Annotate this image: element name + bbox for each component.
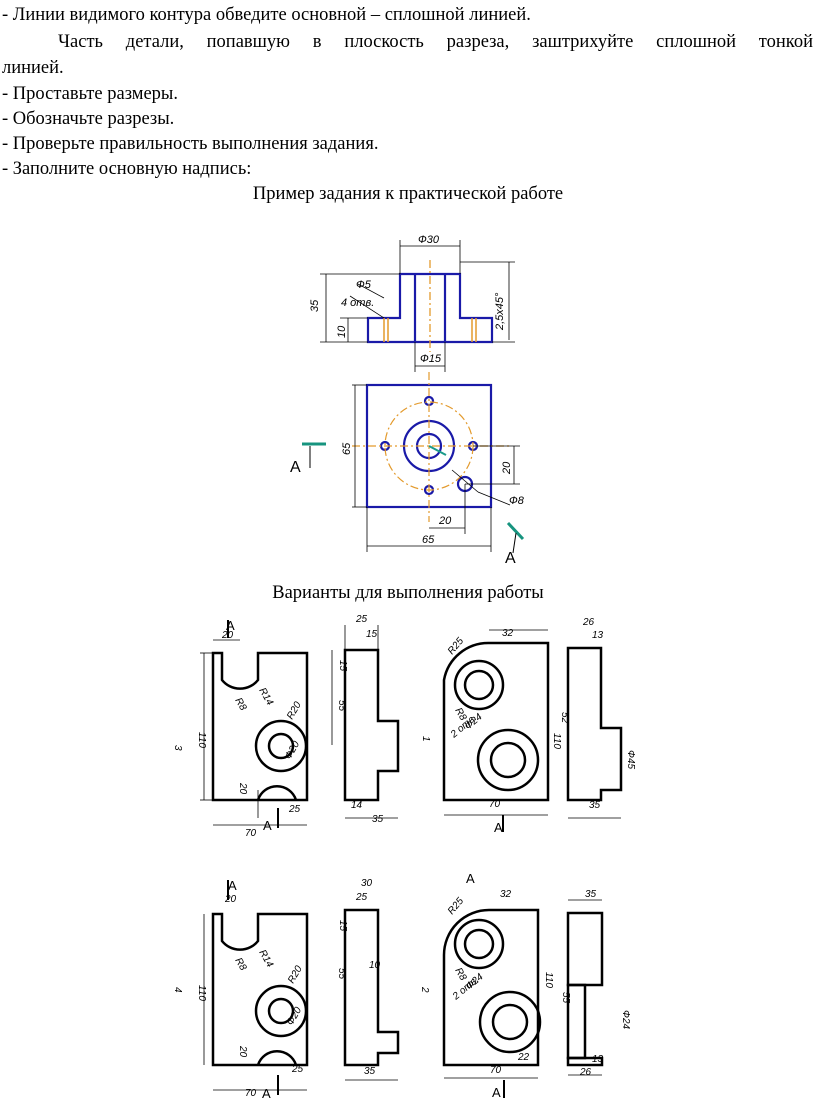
v4-dim-r20: R20	[286, 964, 305, 986]
dim-d5: Ф5	[356, 279, 372, 291]
dim-20-h: 20	[438, 515, 452, 527]
v2-side-26: 26	[579, 1067, 592, 1078]
dim-10: 10	[336, 325, 348, 338]
dim-65-v: 65	[341, 442, 353, 455]
v3-dim-20b: 20	[237, 782, 248, 795]
v2-label-a-bottom: А	[492, 1085, 501, 1100]
v3-label-a-top: А	[226, 618, 235, 633]
v4-label-a-bottom: А	[262, 1086, 271, 1101]
v3-side-15b: 15	[337, 660, 348, 672]
v3-dim-r20: R20	[285, 700, 304, 722]
v2-side-55: 55	[560, 992, 571, 1004]
v2-dim-r25: R25	[446, 895, 467, 916]
v3-dim-r8: R8	[232, 696, 248, 713]
v1-side-13: 13	[592, 630, 604, 641]
v3-dim-r14: R14	[256, 686, 275, 708]
variant-4	[203, 880, 309, 1095]
dim-35: 35	[309, 299, 321, 312]
variant-number-2: 2	[419, 986, 430, 993]
v4-dim-r14: R14	[256, 948, 275, 970]
v2-dim-32: 32	[500, 889, 512, 900]
variant-2	[442, 908, 542, 1098]
v2-dim-holes: 2 отв.	[450, 974, 481, 1003]
v3-dim-70: 70	[245, 828, 257, 839]
variant-3	[200, 620, 309, 828]
v3-dim-110: 110	[196, 732, 207, 748]
v2-dim-110: 110	[543, 972, 554, 988]
dim-chamfer: 2,5х45°	[494, 292, 506, 331]
dim-d30: Ф30	[418, 234, 440, 246]
section-label-right: А	[505, 550, 516, 567]
v4-label-a-top: А	[228, 878, 237, 893]
v2-dim-70: 70	[490, 1065, 502, 1076]
section-label-left: А	[290, 459, 301, 476]
v3-side-35: 35	[372, 814, 384, 825]
dim-65-h: 65	[422, 534, 435, 546]
v3-side-14: 14	[351, 800, 363, 811]
instruction-line-7: - Заполните основную надпись:	[2, 159, 252, 179]
v1-side-35: 35	[589, 800, 601, 811]
variant-1-side	[566, 646, 623, 819]
v4-side-15: 15	[337, 920, 348, 932]
v3-side-25: 25	[355, 614, 368, 625]
v1-side-26: 26	[582, 617, 595, 628]
v3-label-a-bottom: А	[263, 818, 272, 833]
dim-d8: Ф8	[509, 495, 525, 507]
variant-number-3: 3	[172, 745, 183, 751]
v4-dim-20b: 20	[237, 1045, 248, 1058]
v2-label-a-top: А	[466, 871, 475, 886]
variant-number-4: 4	[172, 987, 183, 993]
v2-side-d24: Ф24	[620, 1010, 631, 1030]
v4-dim-r8: R8	[232, 956, 248, 973]
v2-side-35: 35	[585, 889, 597, 900]
variant-3-side	[331, 625, 400, 819]
instruction-line-5: - Обозначьте разрезы.	[2, 109, 175, 129]
instruction-line-2: Часть детали, попавшую в плоскость разре…	[58, 32, 813, 52]
v4-side-30: 30	[361, 878, 373, 889]
instruction-line-4: - Проставьте размеры.	[2, 84, 178, 104]
v2-dim-22: 22	[517, 1052, 530, 1063]
v3-dim-d20: Ф20	[283, 739, 302, 761]
variant-1	[442, 629, 550, 832]
dim-holes: 4 отв.	[341, 297, 374, 309]
v1-side-d45: Ф45	[625, 750, 636, 770]
v1-side-52: 52	[559, 712, 570, 724]
v1-dim-32: 32	[502, 628, 514, 639]
v4-side-10: 10	[369, 960, 381, 971]
v1-label-a: А	[494, 820, 503, 835]
v1-dim-r25: R25	[446, 635, 467, 656]
instruction-line-1: - Линии видимого контура обведите основн…	[2, 5, 531, 25]
variants-title: Варианты для выполнения работы	[272, 583, 544, 603]
dim-d15: Ф15	[420, 353, 442, 365]
variant-number-1: 1	[420, 736, 431, 742]
v4-side-55: 55	[336, 968, 347, 980]
v4-side-35: 35	[364, 1066, 376, 1077]
v4-dim-25: 25	[291, 1064, 304, 1075]
example-title: Пример задания к практической работе	[252, 184, 564, 204]
v3-side-55: 55	[336, 700, 347, 712]
v3-dim-25: 25	[288, 804, 301, 815]
v1-dim-70: 70	[489, 799, 501, 810]
v3-side-15: 15	[366, 629, 378, 640]
v4-dim-70: 70	[245, 1088, 257, 1099]
dim-20-v: 20	[501, 461, 513, 475]
v4-dim-110: 110	[196, 985, 207, 1001]
v4-side-25: 25	[355, 892, 368, 903]
v2-side-13: 13	[592, 1054, 604, 1065]
instruction-line-6: - Проверьте правильность выполнения зада…	[2, 134, 379, 154]
variant-2-side	[566, 899, 604, 1076]
instruction-line-3: линией.	[2, 58, 64, 78]
v1-dim-110: 110	[551, 733, 562, 749]
v4-dim-20: 20	[224, 894, 237, 905]
v3-dim-20: 20	[221, 630, 234, 641]
variant-4-side	[343, 908, 400, 1081]
